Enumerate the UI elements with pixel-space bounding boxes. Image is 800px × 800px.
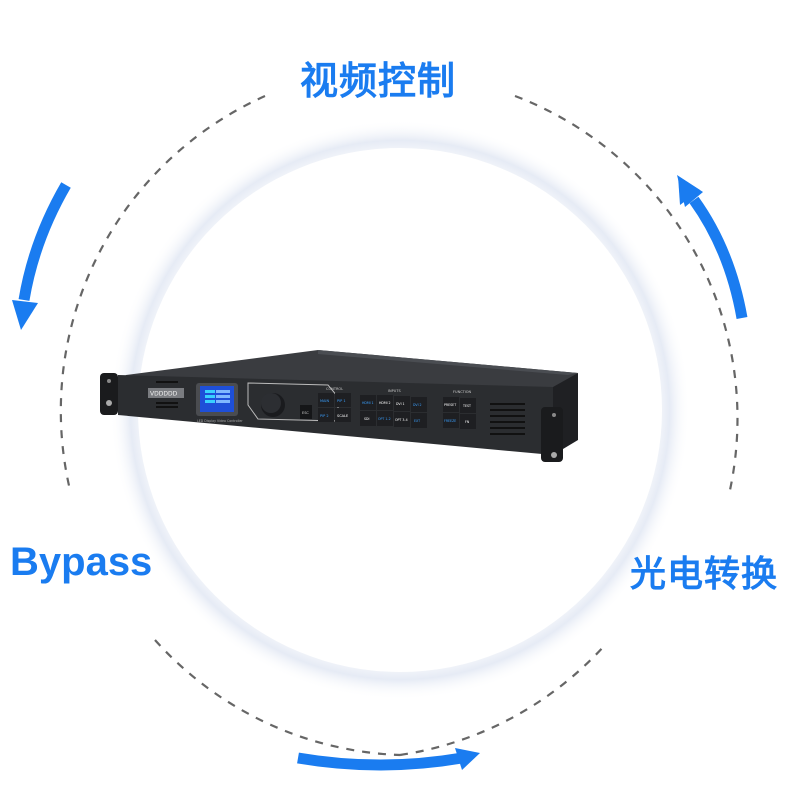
- svg-text:CONTROL: CONTROL: [326, 387, 343, 391]
- dashed-circle: [59, 94, 739, 757]
- svg-text:INPUTS: INPUTS: [388, 389, 401, 393]
- svg-text:LED Display Video Controller: LED Display Video Controller: [197, 419, 243, 423]
- device-top: [118, 350, 578, 387]
- arrow-right-icon: [297, 748, 480, 771]
- input-buttons: HDMI 1 HDMI 2 DVI 1 DVI 2 SDI OPT 1-2 OP…: [360, 395, 427, 428]
- svg-text:HDMI 1: HDMI 1: [362, 401, 374, 405]
- esc-button[interactable]: [300, 405, 312, 419]
- label-video-control: 视频控制: [300, 59, 457, 103]
- label-optical-conversion: 光电转换: [630, 554, 779, 595]
- arrow-up-icon: [677, 175, 748, 319]
- arrow-down-icon: [12, 182, 71, 330]
- right-rack-ear: [541, 407, 563, 462]
- svg-text:VDDDDD: VDDDDD: [150, 391, 178, 398]
- svg-text:OPT 3-4: OPT 3-4: [395, 418, 408, 422]
- function-buttons: PRESET TEST FREEZE FN: [443, 397, 476, 429]
- svg-text:FREEZE: FREEZE: [444, 419, 456, 423]
- svg-text:TEST: TEST: [462, 404, 471, 408]
- svg-text:PIP 2: PIP 2: [320, 414, 329, 418]
- svg-text:EXT: EXT: [414, 419, 420, 423]
- control-buttons: MAIN PIP 1 PIP 2 SCALE: [318, 393, 351, 422]
- svg-text:DVI 2: DVI 2: [413, 403, 422, 407]
- svg-text:ESC: ESC: [302, 411, 309, 415]
- label-bypass: Bypass: [10, 540, 153, 584]
- video-controller-device: VDDDDD LED Display Video Controller ESC …: [100, 350, 578, 462]
- svg-text:DVI 1: DVI 1: [396, 402, 405, 406]
- svg-text:MAIN: MAIN: [320, 399, 329, 403]
- svg-text:FN: FN: [465, 420, 470, 424]
- left-rack-ear: [100, 373, 118, 415]
- brand-badge: [148, 388, 184, 398]
- svg-text:SCALE: SCALE: [337, 414, 348, 418]
- svg-text:PIP 1: PIP 1: [337, 399, 346, 403]
- svg-text:HDMI 2: HDMI 2: [379, 401, 391, 405]
- right-vents: [490, 403, 525, 435]
- svg-text:PRESET: PRESET: [444, 403, 456, 407]
- svg-text:FUNCTION: FUNCTION: [453, 390, 472, 394]
- lcd-screen: [200, 386, 234, 412]
- svg-text:SDI: SDI: [364, 417, 369, 421]
- svg-text:OPT 1-2: OPT 1-2: [378, 417, 391, 421]
